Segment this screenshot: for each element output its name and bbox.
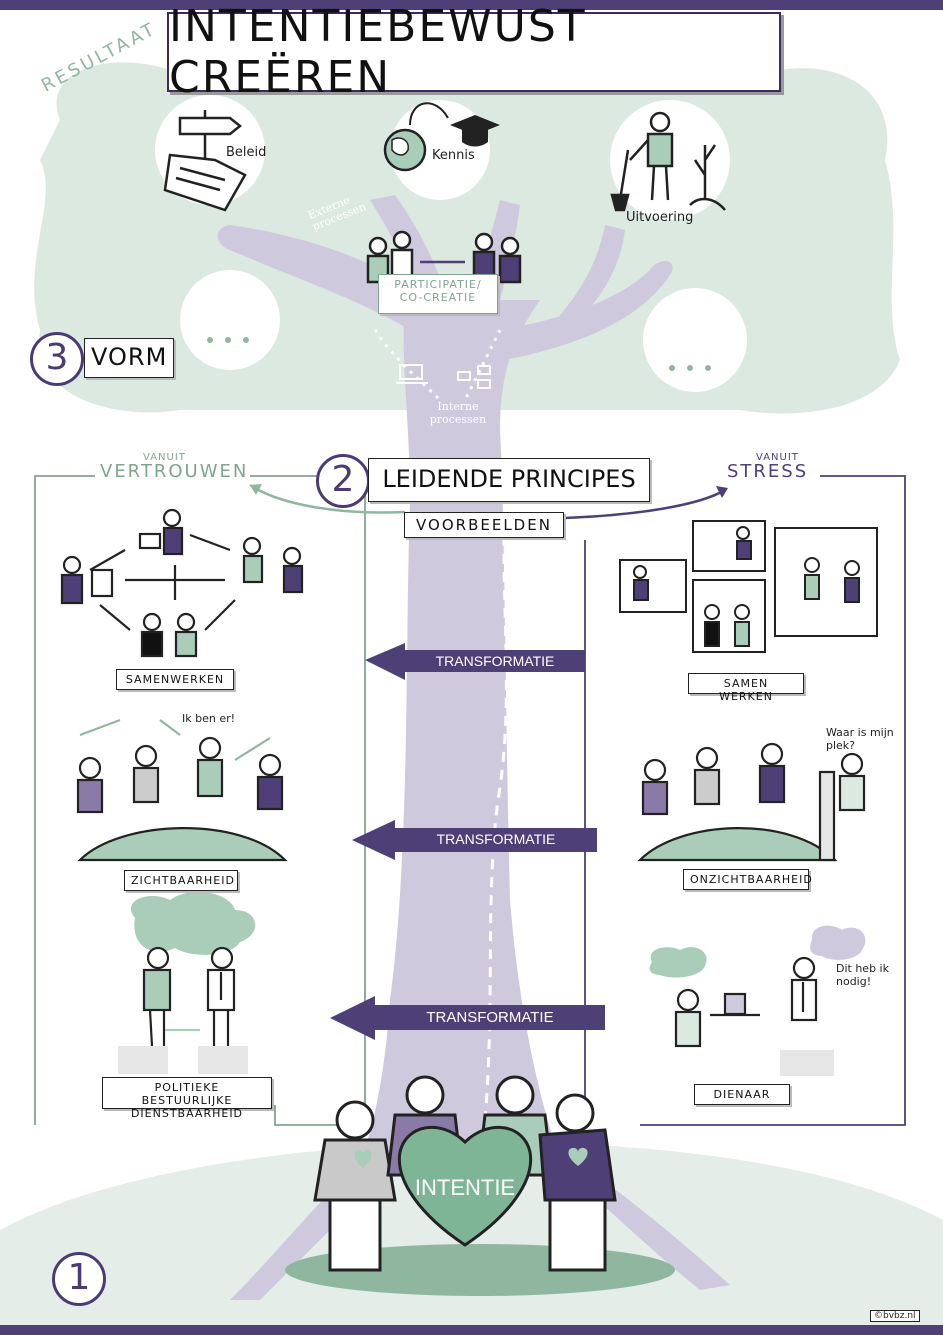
transformatie-arrow-3 [330, 996, 605, 1040]
page-title: INTENTIEBEWUST CREËREN [169, 1, 587, 103]
ik-ben-er-speech: Ik ben er! [182, 712, 236, 725]
dit-heb-ik-nodig-speech: Dit heb ik nodig! [836, 962, 889, 988]
intentie-label: INTENTIE [414, 1175, 516, 1200]
vertrouwen-label: VERTROUWEN [100, 461, 249, 482]
vorm-number: 3 [30, 332, 84, 386]
ellipsis-left-dots [207, 337, 249, 343]
participatie-people-icon [366, 230, 522, 284]
tree-trunk [360, 300, 560, 1160]
bottom-bar [0, 1325, 943, 1335]
zichtbaarheid-label: ZICHTBAARHEID [124, 870, 238, 891]
onzichtbaarheid-label: ONZICHTBAARHEID [683, 869, 812, 890]
beleid-label: Beleid [226, 145, 267, 160]
samenwerken-label: SAMENWERKEN [116, 669, 234, 690]
uitvoering-label: Uitvoering [626, 210, 694, 225]
internal-path-left [373, 329, 442, 402]
arrow-to-vertrouwen [249, 483, 406, 514]
dienstbaarheid-label: POLITIEKE BESTUURLIJKE DIENSTBAARHEID [102, 1077, 272, 1120]
onzichtbaarheid-scene [637, 742, 866, 862]
principes-number: 2 [316, 454, 370, 508]
interne-processen-label: Interne processen [429, 400, 487, 426]
arrow-to-stress [564, 488, 726, 520]
crown-blob-right [643, 288, 747, 392]
kennis-label: Kennis [432, 148, 475, 163]
transformatie-arrow-2 [352, 820, 597, 860]
ellipsis-right-dots [669, 365, 711, 371]
credit-label: ©bvbz.nl [870, 1310, 920, 1322]
laptop-network-icon [396, 364, 491, 389]
stress-small-label: VANUIT [756, 452, 799, 463]
zichtbaarheid-scene [76, 718, 288, 862]
title-box: INTENTIEBEWUST CREËREN [167, 1, 781, 103]
top-bar [0, 0, 943, 10]
globe-graduation-icon [383, 102, 500, 172]
participatie-box: PARTICIPATIE/ CO-CREATIE [378, 274, 498, 314]
shirt-hearts [354, 1147, 588, 1168]
signpost-icon [163, 110, 247, 212]
arrow-head-stress [716, 486, 728, 498]
vorm-label: VORM [84, 338, 174, 378]
dienaar-label: DIENAAR [694, 1084, 790, 1105]
voorbeelden-label: VOORBEELDEN [404, 512, 564, 538]
samenwerken-scene [60, 508, 304, 658]
samen-werken-label: SAMEN WERKEN [688, 673, 804, 703]
tree-branch-far-right [560, 225, 625, 330]
dienaar-scene [649, 925, 866, 1076]
crown-blob-left [180, 270, 280, 370]
arrow-head-vertrouwen [250, 484, 262, 495]
waar-is-mijn-plek-speech: Waar is mijn plek? [826, 726, 894, 752]
transformatie-arrow-1 [365, 643, 585, 680]
principes-label: LEIDENDE PRINCIPES [368, 458, 650, 502]
gardener-icon [610, 111, 726, 212]
stress-label: STRESS [727, 461, 809, 482]
intentie-number: 1 [52, 1252, 106, 1306]
vertrouwen-small-label: VANUIT [143, 452, 186, 463]
dienstbaarheid-scene [118, 891, 256, 1074]
transformatie-label-3: TRANSFORMATIE [426, 1009, 554, 1026]
transformatie-label-2: TRANSFORMATIE [436, 831, 556, 847]
transformatie-label-1: TRANSFORMATIE [435, 653, 555, 669]
intentie-heart [397, 1125, 533, 1247]
tree-branch-left [217, 225, 420, 330]
samen-werken-scene [619, 520, 878, 653]
